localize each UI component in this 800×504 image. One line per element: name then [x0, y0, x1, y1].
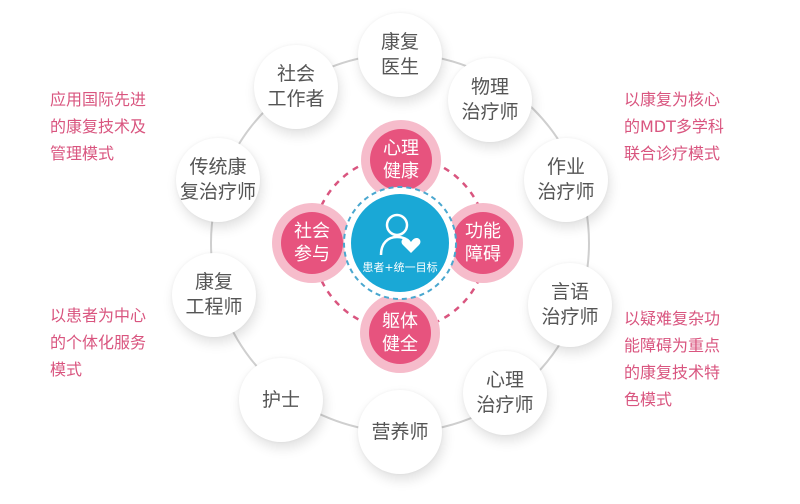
node-label: 社会 工作者 — [267, 63, 325, 110]
node-rehab-doctor: 康复 医生 — [358, 13, 442, 97]
node-label: 营养师 — [371, 420, 429, 443]
inner-node-physical-health: 躯体 健全 — [360, 293, 440, 373]
node-social-worker: 社会 工作者 — [254, 45, 338, 129]
inner-node-label: 躯体 健全 — [382, 311, 418, 355]
node-label: 物理 治疗师 — [461, 76, 519, 123]
node-physical-therapist: 物理 治疗师 — [448, 58, 532, 142]
center-patient-goal: 患者+统一目标 — [351, 194, 449, 292]
node-nutritionist: 营养师 — [358, 390, 442, 474]
note-bottom-right: 以疑难复杂功 能障碍为重点 的康复技术特 色模式 — [624, 309, 721, 409]
inner-node-label: 社会 参与 — [294, 221, 330, 265]
node-nurse: 护士 — [239, 358, 323, 442]
note-top-left: 应用国际先进 的康复技术及 管理模式 — [50, 90, 147, 163]
node-tcm-therapist: 传统康 复治疗师 — [176, 138, 260, 222]
node-rehab-engineer: 康复 工程师 — [172, 253, 256, 337]
inner-node-function-disorder: 功能 障碍 — [443, 203, 523, 283]
node-label: 心理 治疗师 — [476, 369, 534, 416]
note-bottom-left: 以患者为中心 的个体化服务 模式 — [50, 306, 147, 379]
node-speech-therapist: 言语 治疗师 — [528, 263, 612, 347]
center-label: 患者+统一目标 — [362, 261, 438, 274]
node-label: 康复 医生 — [380, 31, 419, 78]
node-label: 作业 治疗师 — [537, 156, 595, 203]
node-psychotherapist: 心理 治疗师 — [463, 351, 547, 435]
inner-node-label: 功能 障碍 — [465, 221, 501, 265]
inner-node-social-participation: 社会 参与 — [272, 203, 352, 283]
node-label: 护士 — [261, 388, 300, 411]
node-occupational-therapist: 作业 治疗师 — [524, 138, 608, 222]
node-label: 康复 工程师 — [185, 271, 243, 318]
inner-node-label: 心理 健康 — [383, 138, 419, 182]
node-label: 传统康 复治疗师 — [179, 156, 256, 203]
person-heart-icon — [379, 213, 421, 256]
node-label: 言语 治疗师 — [541, 281, 599, 328]
note-top-right: 以康复为核心 的MDT多学科 联合诊疗模式 — [624, 90, 724, 163]
